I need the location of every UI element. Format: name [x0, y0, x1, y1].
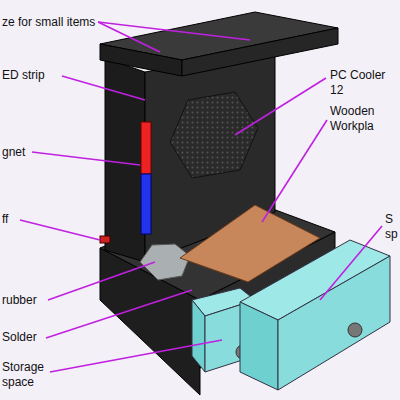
part-label: Wooden Workpla [330, 104, 382, 134]
part-label: gnet [2, 145, 30, 160]
part-label: ED strip [2, 68, 60, 83]
part-label: S sp [385, 212, 398, 242]
part-label: Storage space [2, 360, 48, 390]
part-label: ff [2, 212, 18, 227]
part-label: Solder [2, 330, 44, 345]
part-label: PC Cooler 12 [330, 68, 398, 98]
part-label: ze for small items [2, 15, 98, 30]
part-label: rubber [2, 293, 46, 308]
